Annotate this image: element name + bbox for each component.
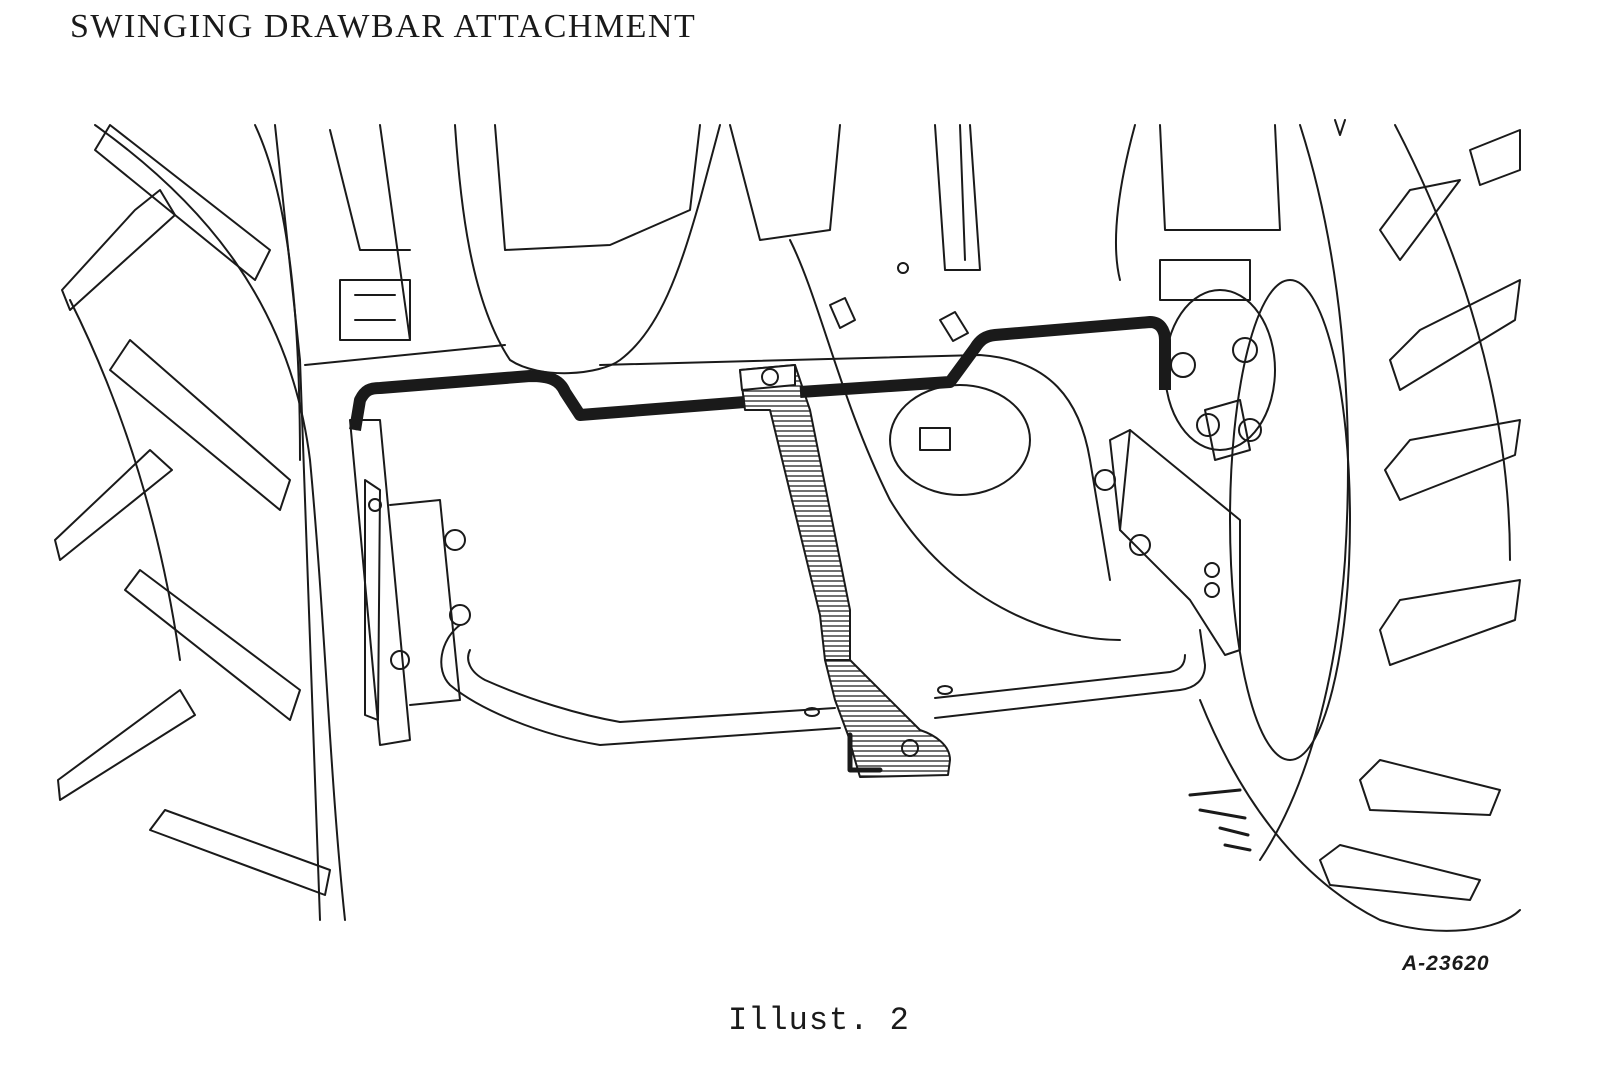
swinging-drawbar	[739, 364, 951, 778]
left-bracket	[349, 419, 471, 746]
left-tire-tread	[54, 124, 331, 896]
figure-caption: Illust. 2	[728, 1002, 910, 1039]
drawbar-guide-rod	[440, 624, 1206, 746]
left-tire	[54, 124, 346, 921]
ground-shadow-marks	[1188, 788, 1252, 852]
figure-code: A-23620	[1402, 952, 1490, 975]
drawbar-support-bar	[349, 316, 1171, 431]
right-tire	[1199, 124, 1521, 932]
left-frame	[274, 124, 506, 921]
right-tire-tread	[1319, 129, 1521, 901]
rear-axle-housing	[454, 124, 1281, 641]
right-bracket	[1094, 399, 1251, 656]
page-title: SWINGING DRAWBAR ATTACHMENT	[70, 8, 697, 45]
right-wheel-hub	[1164, 289, 1276, 451]
top-tick-mark	[1334, 119, 1346, 136]
